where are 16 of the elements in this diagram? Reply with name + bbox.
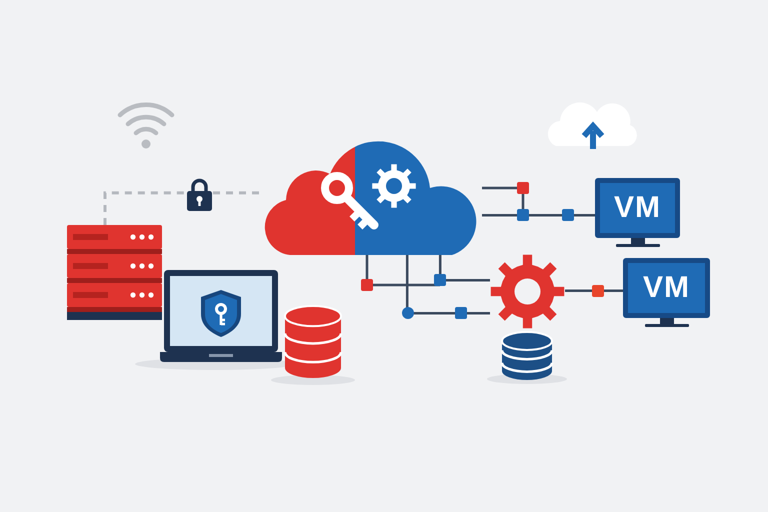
monitor-screen	[623, 258, 710, 318]
connector-line	[406, 255, 490, 314]
gear-icon	[490, 254, 565, 329]
connector-line	[104, 191, 186, 225]
screen-label: VM	[643, 273, 690, 303]
laptop-drawing	[160, 270, 282, 362]
database-icon	[502, 332, 552, 380]
database-icon	[285, 306, 341, 378]
server-rack-drawing	[67, 225, 162, 320]
connector-line	[438, 255, 490, 282]
connector-line	[482, 214, 595, 216]
connector-line	[213, 191, 262, 194]
padlock-icon	[186, 178, 213, 211]
connector-line	[565, 290, 623, 292]
monitor-screen	[595, 178, 680, 238]
screen-label: VM	[614, 193, 661, 223]
